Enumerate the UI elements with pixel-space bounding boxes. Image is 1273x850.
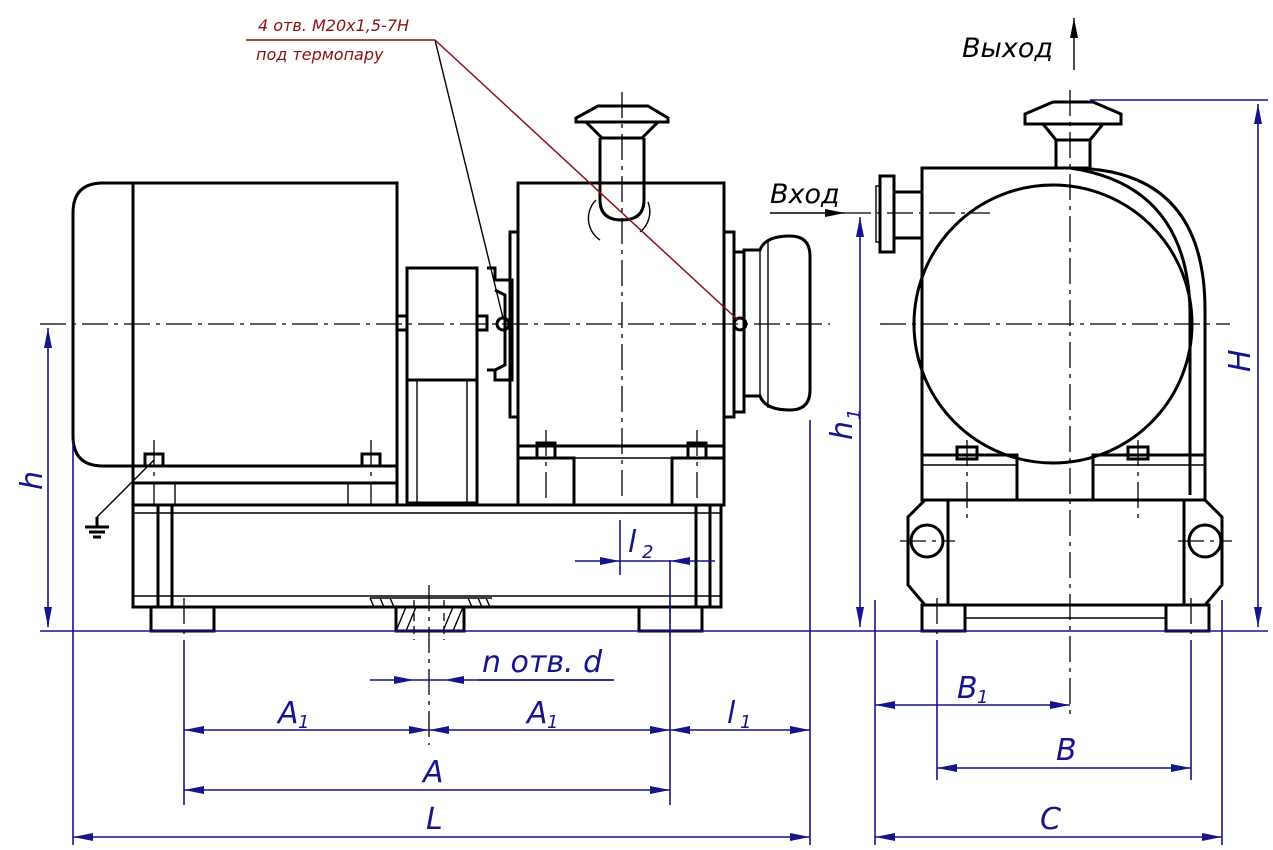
dim-L-label: L bbox=[426, 802, 443, 837]
dim-l1-sub: 1 bbox=[740, 712, 751, 733]
dim-A1-right-sub: 1 bbox=[547, 712, 558, 733]
base-frame bbox=[131, 503, 723, 640]
dim-h1-main: h bbox=[825, 421, 860, 440]
dim-B1-main: B bbox=[957, 671, 978, 706]
dim-A-label: A bbox=[421, 755, 444, 790]
front-view bbox=[40, 92, 830, 745]
pump-body bbox=[495, 104, 812, 507]
electric-motor bbox=[71, 181, 399, 507]
dim-h-label: h bbox=[15, 471, 50, 490]
dim-h1-sub: 1 bbox=[844, 409, 865, 420]
dim-holes-label: n отв. d bbox=[482, 645, 603, 680]
dim-A1-left-sub: 1 bbox=[298, 712, 309, 733]
note-line-1: 4 отв. М20х1,5-7Н bbox=[258, 16, 409, 35]
thermocouple-note: 4 отв. М20х1,5-7Н под термопару bbox=[246, 16, 739, 321]
dim-l2-main: l bbox=[628, 525, 637, 560]
dimension-lines bbox=[40, 99, 1268, 845]
dim-H-label: H bbox=[1223, 349, 1258, 372]
dim-h1-label: h 1 bbox=[825, 409, 865, 440]
inlet-label: Вход bbox=[770, 179, 840, 210]
dim-A1-left-main: A bbox=[276, 696, 299, 731]
dim-B1-sub: 1 bbox=[977, 687, 988, 708]
side-view bbox=[770, 18, 1232, 720]
dim-A1-right-main: A bbox=[525, 696, 548, 731]
dim-C-label: C bbox=[1040, 802, 1061, 837]
dim-l1-main: l bbox=[727, 696, 736, 731]
ground-symbol bbox=[85, 459, 155, 539]
coupling bbox=[395, 266, 514, 505]
outlet-label: Выход bbox=[962, 33, 1053, 64]
dim-B-label: B bbox=[1056, 733, 1077, 768]
note-line-2: под термопару bbox=[256, 45, 384, 64]
dim-l2-sub: 2 bbox=[642, 542, 653, 563]
